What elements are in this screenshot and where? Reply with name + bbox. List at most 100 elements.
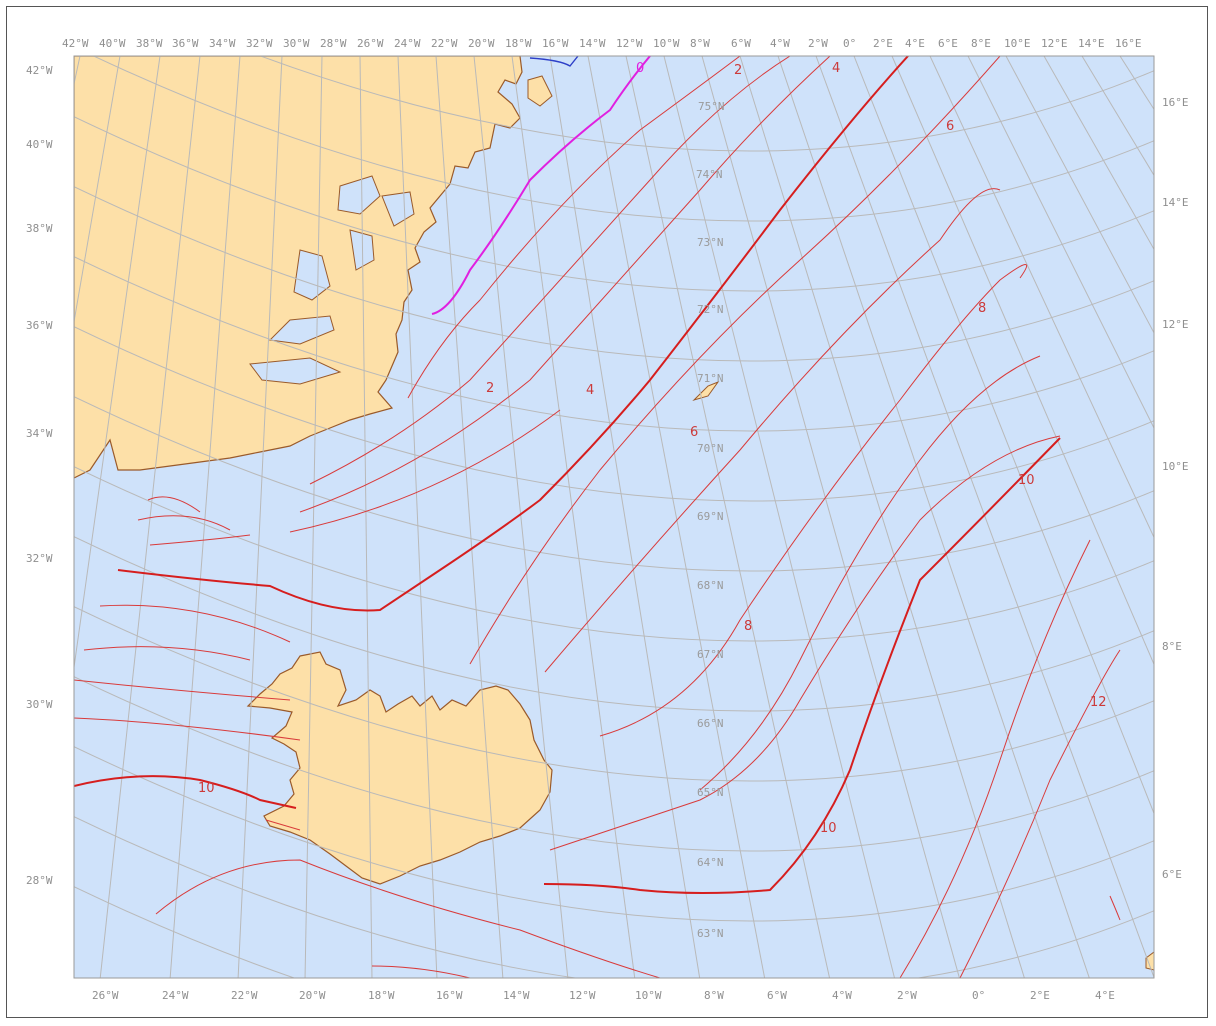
svg-text:68°N: 68°N <box>697 579 724 592</box>
jan-mayen-island <box>692 380 720 402</box>
svg-text:72°N: 72°N <box>697 303 724 316</box>
svg-text:40°W: 40°W <box>99 37 126 50</box>
svg-text:69°N: 69°N <box>697 510 724 523</box>
svg-text:32°W: 32°W <box>26 552 53 565</box>
svg-text:20°W: 20°W <box>299 989 326 1002</box>
svg-text:75°N: 75°N <box>698 100 725 113</box>
svg-text:8°W: 8°W <box>704 989 724 1002</box>
svg-text:24°W: 24°W <box>162 989 189 1002</box>
svg-text:4°W: 4°W <box>832 989 852 1002</box>
svg-text:8°E: 8°E <box>1162 640 1182 653</box>
contour-value-labels: 0 2 4 6 8 10 12 2 4 6 8 10 10 <box>198 61 1107 836</box>
svg-text:26°W: 26°W <box>92 989 119 1002</box>
svg-text:28°W: 28°W <box>320 37 347 50</box>
svg-text:16°W: 16°W <box>542 37 569 50</box>
svg-text:4: 4 <box>586 383 594 398</box>
right-longitude-labels: 16°E 14°E 12°E 10°E 8°E 6°E <box>1162 96 1189 881</box>
small-island <box>527 75 553 107</box>
svg-text:34°W: 34°W <box>26 427 53 440</box>
svg-text:12: 12 <box>1090 695 1107 710</box>
svg-text:36°W: 36°W <box>26 319 53 332</box>
svg-text:30°W: 30°W <box>283 37 310 50</box>
svg-text:2°W: 2°W <box>808 37 828 50</box>
svg-text:38°W: 38°W <box>26 222 53 235</box>
svg-text:67°N: 67°N <box>697 648 724 661</box>
svg-text:28°W: 28°W <box>26 874 53 887</box>
svg-text:32°W: 32°W <box>246 37 273 50</box>
svg-text:10°W: 10°W <box>635 989 662 1002</box>
svg-text:71°N: 71°N <box>697 372 724 385</box>
svg-text:38°W: 38°W <box>136 37 163 50</box>
svg-text:16°E: 16°E <box>1162 96 1189 109</box>
svg-text:2°W: 2°W <box>897 989 917 1002</box>
svg-text:63°N: 63°N <box>697 927 724 940</box>
svg-text:6°E: 6°E <box>1162 868 1182 881</box>
contour-lines <box>74 56 1121 978</box>
svg-text:4°E: 4°E <box>1095 989 1115 1002</box>
svg-text:6°W: 6°W <box>731 37 751 50</box>
svg-text:22°W: 22°W <box>431 37 458 50</box>
svg-text:2°E: 2°E <box>873 37 893 50</box>
svg-text:8°E: 8°E <box>971 37 991 50</box>
svg-text:2°E: 2°E <box>1030 989 1050 1002</box>
plot-border <box>73 55 1155 979</box>
svg-text:0°: 0° <box>843 37 856 50</box>
svg-text:36°W: 36°W <box>172 37 199 50</box>
svg-text:12°E: 12°E <box>1041 37 1068 50</box>
svg-text:12°W: 12°W <box>569 989 596 1002</box>
bold-contour-lines <box>74 56 1061 894</box>
svg-text:4°E: 4°E <box>905 37 925 50</box>
svg-text:64°N: 64°N <box>697 856 724 869</box>
svg-text:20°W: 20°W <box>468 37 495 50</box>
svg-text:24°W: 24°W <box>394 37 421 50</box>
svg-text:42°W: 42°W <box>62 37 89 50</box>
svg-text:30°W: 30°W <box>26 698 53 711</box>
svg-text:70°N: 70°N <box>697 442 724 455</box>
negative-contour <box>529 56 579 67</box>
svg-text:10: 10 <box>1018 473 1035 488</box>
svg-text:8°W: 8°W <box>690 37 710 50</box>
latitude-labels: 75°N 74°N 73°N 72°N 71°N 70°N 69°N 68°N … <box>696 100 725 940</box>
svg-text:18°W: 18°W <box>505 37 532 50</box>
zero-contour <box>431 56 651 315</box>
svg-text:65°N: 65°N <box>697 786 724 799</box>
svg-text:16°E: 16°E <box>1115 37 1142 50</box>
svg-text:12°E: 12°E <box>1162 318 1189 331</box>
svg-text:73°N: 73°N <box>697 236 724 249</box>
iceland-land <box>246 651 553 885</box>
svg-text:10: 10 <box>820 821 837 836</box>
svg-text:6: 6 <box>946 119 954 134</box>
svg-text:10°E: 10°E <box>1162 460 1189 473</box>
svg-text:18°W: 18°W <box>368 989 395 1002</box>
svg-text:10°W: 10°W <box>653 37 680 50</box>
svg-text:6: 6 <box>690 425 698 440</box>
top-longitude-labels: 42°W 40°W 38°W 36°W 34°W 32°W 30°W 28°W … <box>62 37 1142 50</box>
svg-text:66°N: 66°N <box>697 717 724 730</box>
svg-text:34°W: 34°W <box>209 37 236 50</box>
svg-text:22°W: 22°W <box>231 989 258 1002</box>
svg-text:6°W: 6°W <box>767 989 787 1002</box>
svg-text:6°E: 6°E <box>938 37 958 50</box>
latitude-grid <box>74 56 1154 978</box>
svg-text:4°W: 4°W <box>770 37 790 50</box>
svg-text:14°E: 14°E <box>1078 37 1105 50</box>
svg-text:14°E: 14°E <box>1162 196 1189 209</box>
svg-text:74°N: 74°N <box>696 168 723 181</box>
bottom-longitude-labels: 26°W 24°W 22°W 20°W 18°W 16°W 14°W 12°W … <box>92 989 1115 1002</box>
svg-text:4: 4 <box>832 61 840 76</box>
svg-text:10°E: 10°E <box>1004 37 1031 50</box>
svg-text:8: 8 <box>744 619 752 634</box>
svg-text:2: 2 <box>486 381 494 396</box>
svg-text:16°W: 16°W <box>436 989 463 1002</box>
svg-text:40°W: 40°W <box>26 138 53 151</box>
svg-text:10: 10 <box>198 781 215 796</box>
left-longitude-labels: 42°W 40°W 38°W 36°W 34°W 32°W 30°W 28°W <box>26 64 53 887</box>
svg-text:0°: 0° <box>972 989 985 1002</box>
svg-text:12°W: 12°W <box>616 37 643 50</box>
longitude-grid <box>74 56 1154 978</box>
svg-text:14°W: 14°W <box>503 989 530 1002</box>
svg-text:8: 8 <box>978 301 986 316</box>
svg-text:14°W: 14°W <box>579 37 606 50</box>
svg-text:42°W: 42°W <box>26 64 53 77</box>
